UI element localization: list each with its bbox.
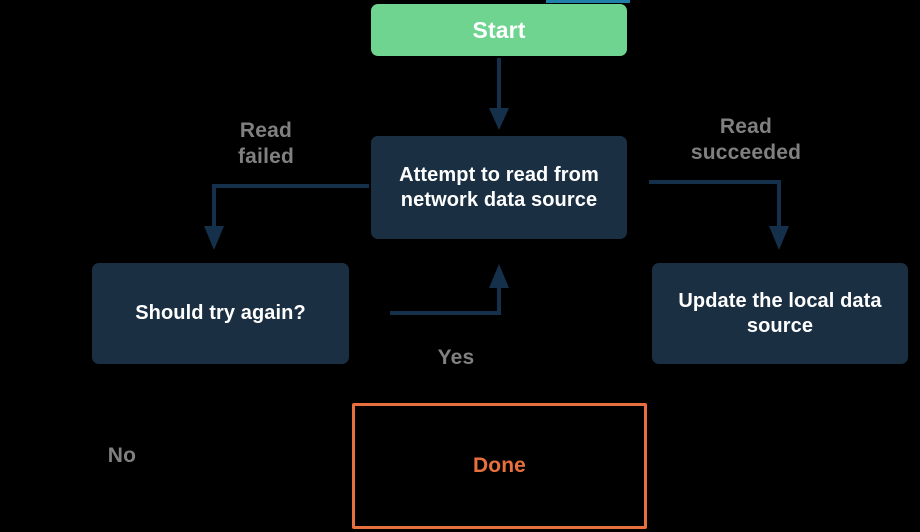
edge-attempt-to-should [204, 184, 369, 250]
node-attempt-read[interactable]: Attempt to read from network data source [371, 136, 627, 239]
edge-label-read-failed: Read failed [237, 119, 295, 168]
edge-should-to-attempt-yes [390, 264, 509, 315]
edge-start-to-attempt [489, 58, 509, 130]
node-update-local-data-source[interactable]: Update the local data source [652, 263, 908, 364]
node-done[interactable]: Done [352, 403, 647, 529]
edge-label-read-succeeded: Read succeeded [690, 115, 802, 164]
edge-label-no: No [107, 444, 137, 467]
node-should-try-again[interactable]: Should try again? [92, 263, 349, 364]
node-start[interactable]: Start [371, 4, 627, 56]
edge-attempt-to-update [649, 180, 789, 250]
edge-label-yes: Yes [437, 346, 475, 369]
clipped-top-edge-sliver [546, 0, 630, 3]
